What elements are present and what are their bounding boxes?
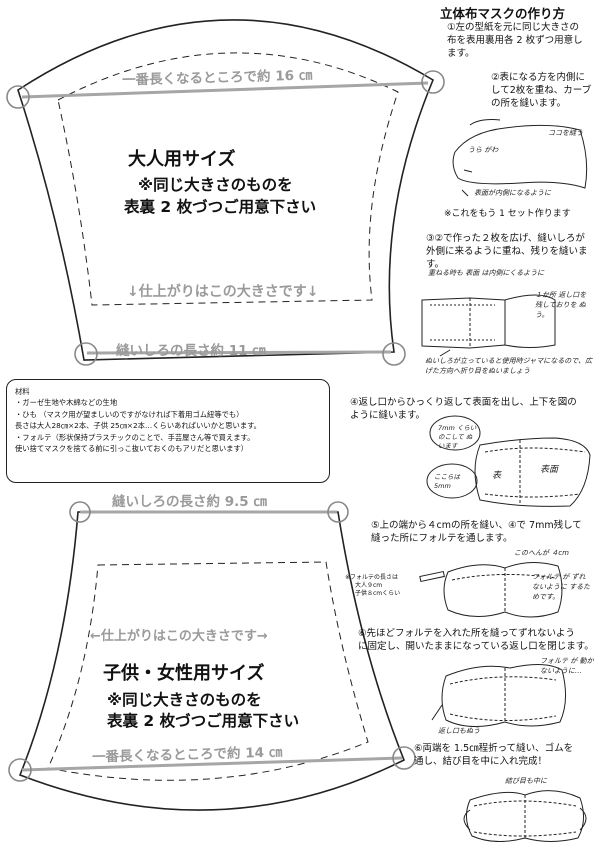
adult-seam-length: 縫いしろの長さ約 11 ㎝ — [116, 343, 266, 359]
step4-handnote-omote-a: 表 — [492, 471, 502, 481]
step4-handnote-omote-b: 表面 — [540, 465, 559, 475]
adult-finish-label: ↓仕上がりはこの大きさです↓ — [127, 284, 319, 300]
materials-line: ・フォルテ（形状保持プラスチックのことで、手芸屋さん等で買えます。 — [15, 432, 255, 442]
step5-handnote-forte: フォルテ が ずれないように するためです。 — [532, 573, 591, 601]
step3-handnote-nuishiro: ぬいしろが立っていると使用時ジャマになるので、広げた方向へ折り目をぬいましょう — [425, 357, 593, 375]
materials-box: 材料 ・ガーゼ生地や木綿などの生地 ・ひも （マスク用が望ましいのですがなければ… — [6, 379, 330, 483]
step3-handnote-kasaneru: 重ねる時も 表面 は内側にくるように — [428, 269, 545, 277]
step6-handnote-kaeshi: 返し口もぬう — [438, 727, 480, 735]
step-2-sub: ※これをもう 1 セット作ります — [444, 209, 571, 219]
step2-handnote-omote: 表面が内側になるように — [474, 189, 551, 197]
child-note-line2: 表裏 2 枚づつご用意下さい — [107, 712, 300, 730]
step5-illustration — [419, 562, 563, 618]
adult-corner-circles — [6, 70, 445, 366]
step4-handnote-7mm: 7mm くらいのこして ぬいます — [438, 424, 477, 450]
step-5: ⑤上の端から４cmの所を縫い、④で 7mm残して縫った所にフォルテを通します。 — [371, 520, 582, 544]
step-7: ⑥両端を 1.5㎝程折って縫い、ゴムを通し、結び目を中に入れ完成！ — [414, 743, 574, 767]
step-2: ②表になる方を内側にして2枚を重ね、カーブの所を縫います。 — [491, 72, 592, 109]
step5-handnote-4cm: このへんが ４cm — [514, 549, 569, 557]
step2-handnote-koko: ココを縫う — [548, 129, 583, 137]
adult-finish-line — [57, 52, 399, 306]
step-4: ④返し口からひっくり返して表面を出し、上下を図のように縫います。 — [350, 397, 577, 421]
materials-heading: 材料 — [15, 387, 30, 396]
child-size-name: 子供・女性用サイズ — [103, 663, 265, 684]
child-finish-line — [47, 561, 369, 781]
adult-note-line2: 表裏 2 枚づつご用意下さい — [124, 198, 317, 216]
child-pattern — [18, 511, 406, 811]
step6-handnote-forte-fix: フォルテ が 動かないように… — [540, 657, 594, 675]
step4-illustration — [426, 415, 591, 507]
adult-pattern — [17, 19, 435, 361]
step-1: ①左の型紙を元に同じ大きさの布を表用裏用各 2 枚ずつ用意します。 — [447, 22, 583, 59]
child-corner-circles — [8, 501, 416, 782]
final-handnote-knot: 結び目も中に — [505, 777, 547, 785]
child-seam-length: 縫いしろの長さ約 9.5 ㎝ — [112, 494, 267, 510]
step-6: ⑥先ほどフォルテを入れた所を縫ってずれないように固定し、開いたままになっている返… — [358, 628, 594, 652]
step2-handnote-ura: うら がわ — [468, 146, 499, 154]
adult-note-line1: ※同じ大きさのものを — [138, 176, 293, 194]
adult-size-name: 大人用サイズ — [128, 149, 236, 170]
materials-line: 使い捨てマスクを捨てる前に引っこ抜いておくのもアリだと思います） — [15, 444, 249, 454]
step4-handnote-5mm: ここらは 5mm — [434, 473, 460, 490]
materials-line: ・ひも （マスク用が望ましいのですがなければ下着用ゴム紐等でも） — [15, 409, 244, 419]
materials-line: ・ガーゼ生地や木綿などの生地 — [15, 398, 118, 408]
final-illustration — [463, 790, 587, 842]
page-title: 立体布マスクの作り方 — [440, 6, 566, 21]
adult-measure-lines — [21, 81, 429, 355]
child-finish-label: ←仕上がりはこの大きさです→ — [90, 629, 268, 644]
step5-forte-length-note: ※フォルテの長さは 大人９cm 子供８cmくらい — [345, 574, 401, 597]
step3-illustration — [421, 294, 556, 357]
step-3: ③②で作った２枚を広げ、縫いしろが外側に来るように重ね、残りを縫います。 — [426, 233, 588, 270]
child-measure-lines — [21, 510, 403, 772]
step3-handnote-kaeshi: １か所 返し口を 残しておりを ぬう。 — [535, 291, 587, 319]
materials-line: 長さは大人28㎝×2本、子供 25㎝×2本…くらいあればいいかと思います。 — [15, 421, 261, 431]
child-note-line1: ※同じ大きさのものを — [107, 691, 262, 709]
step6-illustration — [431, 664, 566, 727]
step2-illustration — [452, 119, 588, 197]
